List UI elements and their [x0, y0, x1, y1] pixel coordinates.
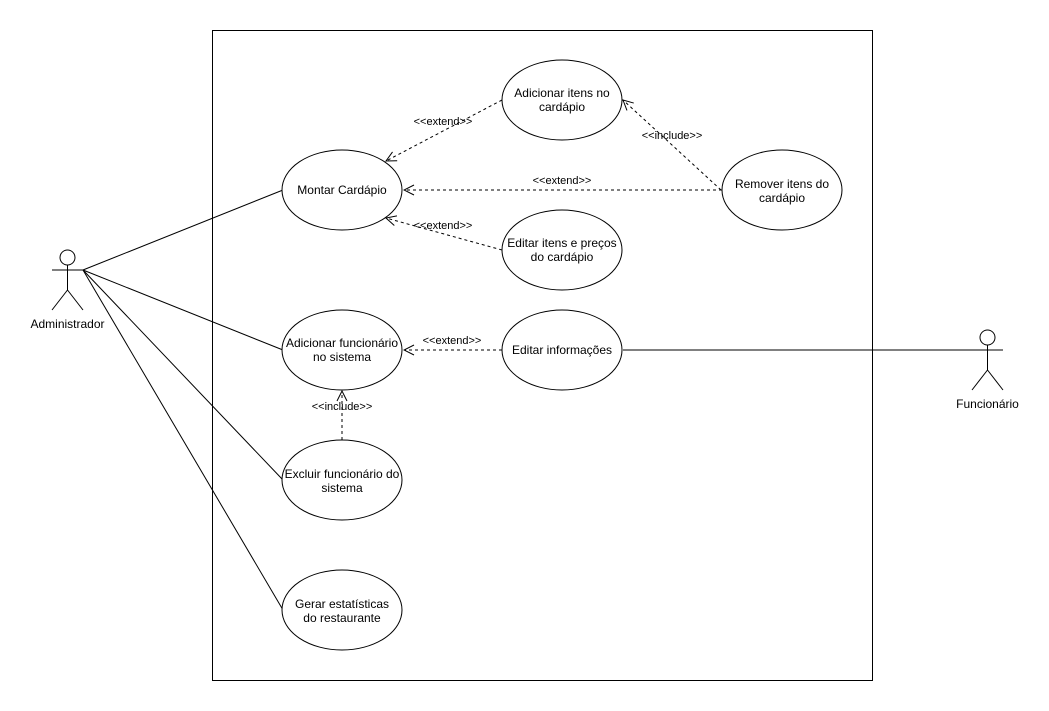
actor-administrador: Administrador: [30, 249, 105, 331]
include-arrow-remover-adicionar: [623, 100, 722, 191]
svg-text:cardápio: cardápio: [539, 100, 585, 114]
svg-text:Excluir funcionário do: Excluir funcionário do: [285, 467, 400, 481]
use-case-adicionar-funcionario: Adicionar funcionário no sistema: [281, 309, 403, 391]
svg-text:Montar Cardápio: Montar Cardápio: [297, 183, 387, 197]
actor-funcionario: Funcionário: [956, 329, 1019, 411]
svg-text:Editar informações: Editar informações: [512, 343, 612, 357]
system-boundary: [212, 30, 873, 681]
stick-figure-icon: [51, 249, 84, 311]
extend-label-2: <<extend>>: [533, 175, 592, 187]
extend-label-4: <<extend>>: [423, 335, 482, 347]
use-case-editar-itens: Editar itens e preços do cardápio: [501, 209, 623, 291]
svg-text:Adicionar funcionário: Adicionar funcionário: [286, 336, 398, 350]
svg-text:Remover itens do: Remover itens do: [735, 177, 829, 191]
use-case-remover-itens: Remover itens do cardápio: [721, 149, 843, 231]
use-case-gerar-estatisticas: Gerar estatísticas do restaurante: [281, 569, 403, 651]
include-label-1: <<include>>: [642, 130, 703, 142]
svg-text:do cardápio: do cardápio: [531, 250, 594, 264]
stick-figure-icon: [971, 329, 1004, 391]
svg-text:cardápio: cardápio: [759, 191, 805, 205]
include-label-2: <<include>>: [312, 401, 373, 413]
admin-associations: [82, 189, 284, 611]
use-case-adicionar-itens: Adicionar itens no cardápio: [501, 59, 623, 141]
svg-text:do restaurante: do restaurante: [303, 611, 381, 625]
svg-text:Editar itens e preços: Editar itens e preços: [507, 236, 616, 250]
actor-label-employee: Funcionário: [956, 397, 1019, 411]
use-case-editar-informacoes: Editar informações: [501, 309, 623, 391]
svg-text:sistema: sistema: [321, 481, 363, 495]
extend-label-3: <<extend>>: [414, 220, 473, 232]
extend-label-1: <<extend>>: [414, 116, 473, 128]
extend-arrow-adicionar: [386, 99, 503, 161]
extend-arrow-editar-itens: [386, 218, 503, 251]
svg-text:Gerar estatísticas: Gerar estatísticas: [295, 597, 389, 611]
use-case-montar-cardapio: Montar Cardápio: [281, 149, 403, 231]
actor-label-admin: Administrador: [30, 317, 104, 331]
svg-text:Adicionar itens no: Adicionar itens no: [514, 86, 610, 100]
use-case-excluir-funcionario: Excluir funcionário do sistema: [281, 439, 403, 521]
svg-text:no sistema: no sistema: [313, 350, 371, 364]
